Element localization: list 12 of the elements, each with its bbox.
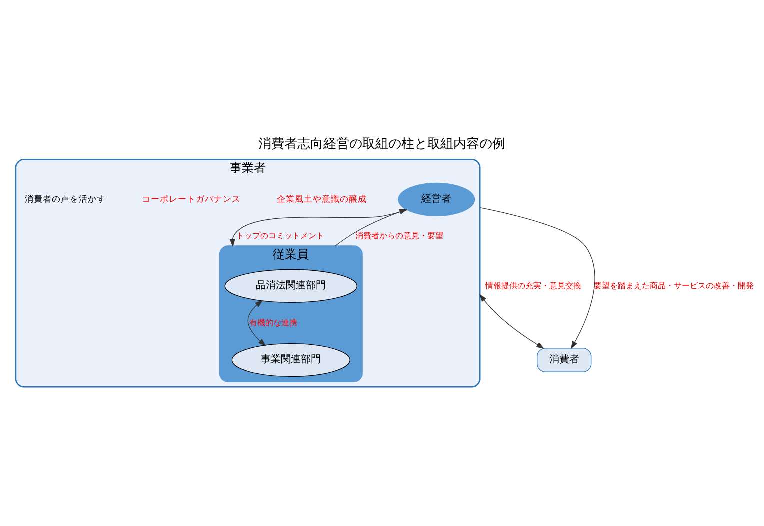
arrow [334,208,408,246]
label: 消費者の声を活かす [24,194,106,204]
diagram-title: 消費者志向経営の取組の柱と取組内容の例 [258,136,506,152]
node-box: 消費者 [537,348,592,372]
arrow [480,207,596,349]
label: 企業風土や意識の醸成 [277,194,368,204]
arrow [248,300,266,346]
node-ellipse: 品消法関連部門 [224,268,358,302]
label: コーポレートガバナンス [142,194,242,204]
node-ellipse: 事業関連部門 [232,342,350,377]
arrow [230,209,408,247]
arrow [479,294,545,348]
